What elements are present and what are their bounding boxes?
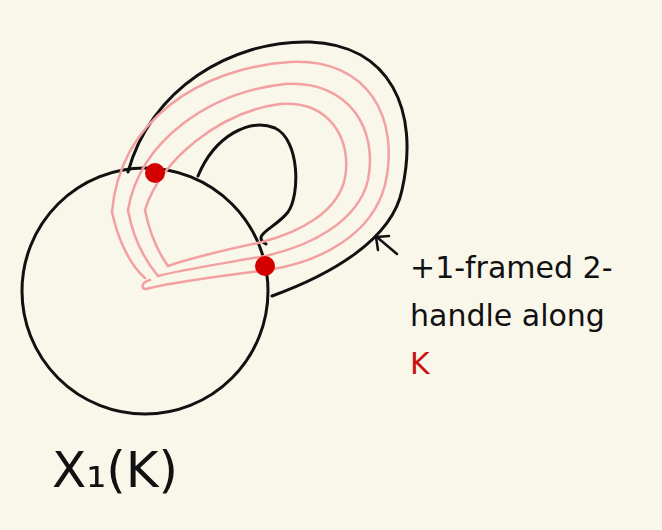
band-outer-edge — [128, 42, 407, 296]
attaching-dot — [255, 256, 275, 276]
knot-strands — [112, 62, 389, 289]
band-inner-edge — [198, 125, 296, 244]
handle-circle — [22, 168, 268, 414]
leader-arrowhead — [376, 236, 389, 250]
knot-name: K — [410, 346, 430, 381]
manifold-name: X₁(K) — [52, 441, 178, 499]
callout-text: +1-framed 2-handle along — [410, 250, 613, 333]
callout-label: +1-framed 2-handle along K — [410, 244, 615, 388]
manifold-label: X₁(K) — [52, 440, 178, 500]
attaching-dot — [145, 163, 165, 183]
leader-arrow — [378, 238, 397, 254]
